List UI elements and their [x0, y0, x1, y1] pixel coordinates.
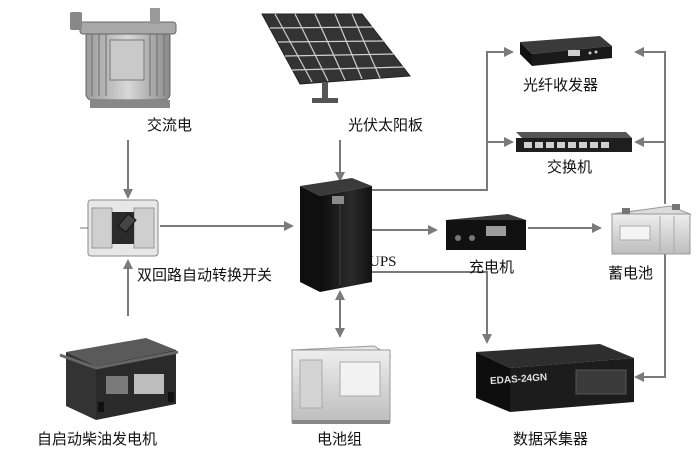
arrow-battery-to-daq [634, 252, 666, 382]
label-ac-power: 交流电 [147, 116, 192, 134]
arrow-ups-to-network [372, 47, 514, 191]
label-ats: 双回路自动转换开关 [137, 266, 272, 284]
generator-icon [59, 338, 179, 420]
label-battery-pack: 电池组 [317, 430, 362, 448]
label-fiber-transceiver: 光纤收发器 [523, 76, 598, 94]
arrow-ups-to-daq [372, 271, 492, 344]
charger-icon [446, 214, 526, 250]
battery-pack-icon [290, 345, 392, 424]
label-battery: 蓄电池 [608, 264, 653, 282]
ats-switch-icon [80, 199, 159, 257]
battery-icon [610, 204, 692, 255]
daq-icon: EDAS-24GN [476, 344, 634, 412]
network-switch-icon [516, 132, 632, 152]
label-charger: 充电机 [469, 258, 514, 276]
label-switch: 交换机 [547, 158, 592, 176]
arrow-battery-to-fiber [634, 47, 666, 204]
solar-panel-icon [261, 13, 411, 103]
label-generator: 自启动柴油发电机 [37, 430, 157, 448]
transformer-icon [70, 8, 177, 108]
fiber-transceiver-icon [520, 36, 612, 66]
label-solar-panel: 光伏太阳板 [348, 116, 423, 134]
daq-model-text: EDAS-24GN [490, 372, 548, 387]
label-ups: UPS [369, 254, 397, 270]
connectors [123, 47, 666, 382]
label-data-acquisition: 数据采集器 [513, 430, 588, 448]
ups-icon [300, 178, 372, 292]
